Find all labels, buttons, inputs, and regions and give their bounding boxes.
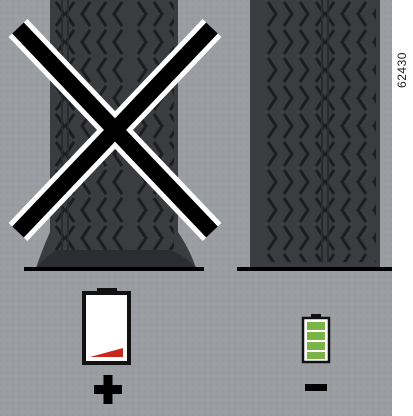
right-tire <box>250 0 380 268</box>
gauge-segment <box>307 352 325 359</box>
gauge-segment <box>307 332 325 340</box>
right-battery-gauge-icon <box>303 314 329 362</box>
reference-code-text: 62430 <box>395 52 409 88</box>
left-ground-line <box>24 267 204 271</box>
minus-symbol-icon <box>305 384 327 391</box>
gauge-segment <box>307 342 325 350</box>
gauge-segment <box>307 322 325 330</box>
left-battery-gauge-icon <box>84 288 129 363</box>
right-ground-line <box>237 267 392 271</box>
figure-reference-code: 62430 <box>393 40 411 100</box>
